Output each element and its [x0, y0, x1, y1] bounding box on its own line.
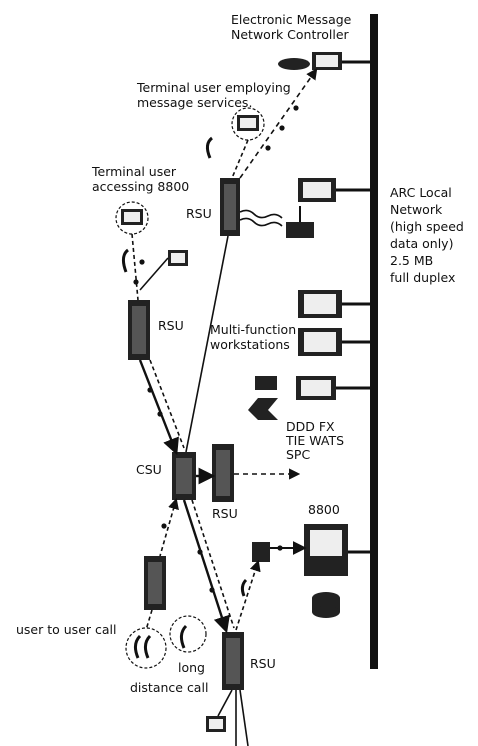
line-dots — [133, 105, 299, 593]
rsu-top-label: RSU — [186, 206, 212, 221]
emnc-terminal — [278, 52, 370, 70]
long-label: long — [178, 660, 205, 675]
rsu-right-label: RSU — [212, 506, 238, 521]
call-circles — [125, 615, 207, 669]
terminal-keyboard — [286, 206, 314, 238]
rsu-top-unit — [220, 178, 240, 236]
pbx-8800 — [252, 524, 370, 618]
terminal-8800-label: Terminal user accessing 8800 — [92, 164, 190, 194]
rsu-bottom-unit — [222, 632, 244, 690]
mfw-label: Multi-function workstations — [210, 322, 297, 352]
terminal-msg-user — [231, 107, 265, 141]
connection-lines — [131, 68, 318, 746]
user-call-label: user to user call — [16, 622, 117, 637]
terminal-small-1 — [168, 250, 188, 266]
terminal-8800-user — [115, 201, 149, 235]
rsu-bottom-label: RSU — [250, 656, 276, 671]
arc-label: ARC Local Network (high speed data only)… — [390, 185, 464, 285]
rsu-left-unit — [144, 556, 166, 610]
workstation-1 — [298, 178, 370, 202]
emnc-label: Electronic Message Network Controller — [231, 12, 352, 42]
csu-label: CSU — [136, 462, 162, 477]
workstation-3 — [298, 328, 370, 356]
workstation-2 — [298, 290, 370, 318]
rsu-mid-unit — [128, 300, 150, 360]
trunks-label: DDD FX TIE WATS SPC — [286, 419, 345, 462]
phones — [121, 136, 248, 659]
terminal-small-2 — [206, 716, 226, 732]
distance-label: distance call — [130, 680, 209, 695]
rsu-mid-label: RSU — [158, 318, 184, 333]
rsu-right-unit — [212, 444, 234, 502]
pbx-label: 8800 — [308, 502, 340, 517]
arc-backbone — [370, 14, 378, 669]
workstation-4 — [248, 376, 370, 420]
csu-unit — [172, 452, 196, 500]
terminal-msg-label: Terminal user employing message services… — [137, 80, 291, 110]
